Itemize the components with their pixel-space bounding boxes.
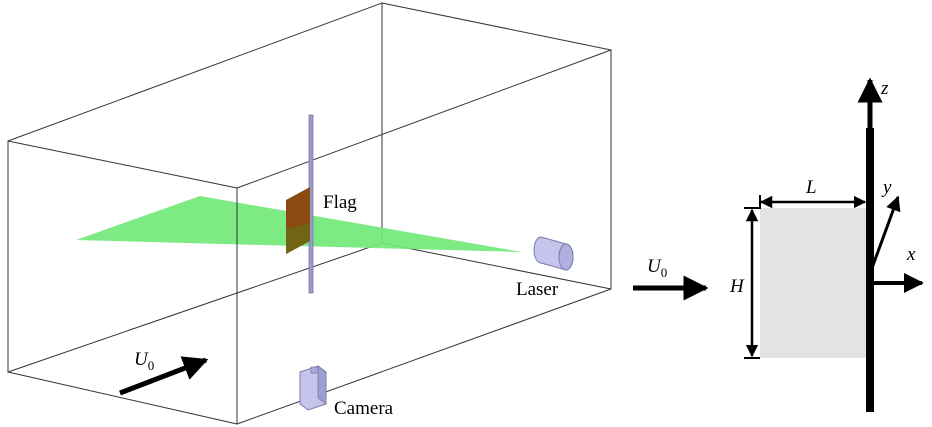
flow-speed-label-right: U0 — [647, 256, 667, 280]
flow-symbol: U — [647, 256, 662, 277]
y-axis-arrow — [870, 195, 901, 269]
height-label: H — [729, 276, 745, 297]
flag-plate-in-laser-sheet — [286, 223, 310, 254]
camera-lens — [310, 366, 319, 374]
y-axis-label: y — [881, 177, 892, 198]
flow-symbol: U — [134, 349, 149, 370]
pole-schematic — [866, 128, 874, 412]
flow-subscript: 0 — [661, 265, 668, 280]
flag-label: Flag — [323, 192, 357, 213]
x-axis-label: x — [906, 244, 916, 265]
flow-subscript: 0 — [148, 358, 155, 373]
tank-edge-bottom-left — [7, 371, 238, 425]
laser-label: Laser — [516, 279, 559, 300]
flow-speed-label-left: U0 — [134, 349, 154, 373]
flow-arrow-left — [119, 356, 209, 396]
laser-device — [533, 236, 574, 271]
tank-edge-top-right — [381, 2, 612, 51]
camera-label: Camera — [334, 398, 394, 419]
camera-side — [317, 365, 327, 405]
z-axis-label: z — [880, 78, 889, 99]
tank-edge-top-left — [7, 140, 238, 189]
flag-schematic — [760, 208, 866, 358]
length-label: L — [805, 177, 817, 198]
laser-end-cap — [558, 243, 574, 271]
camera-device — [299, 365, 327, 411]
tank-edge-bottom-right — [381, 242, 612, 290]
tank-back-wall — [7, 2, 383, 373]
